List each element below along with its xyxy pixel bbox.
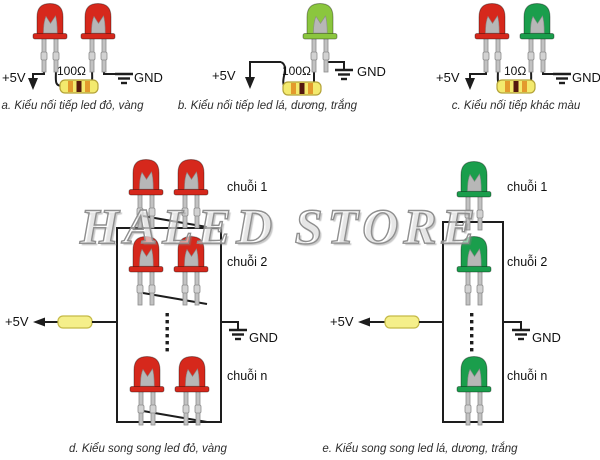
resistor-label-a: 100Ω: [57, 64, 86, 78]
circuit-c: [465, 3, 573, 94]
supply-arrow-icon: [465, 78, 475, 90]
resistor-10ohm: [496, 79, 536, 94]
led-red: [80, 3, 116, 73]
resistor-label-b: 100Ω: [282, 64, 311, 78]
supply-arrow-icon: [28, 78, 38, 90]
ground-icon: [227, 328, 249, 341]
supply-label-b: +5V: [212, 68, 236, 83]
circuit-d: [33, 159, 249, 426]
led-red: [174, 356, 210, 426]
string-label-d1: chuỗi 1: [227, 180, 268, 194]
supply-label-d: +5V: [5, 314, 29, 329]
ground-icon: [510, 328, 532, 341]
led-green: [456, 236, 492, 306]
caption-e: e. Kiểu song song led lá, dương, trắng: [322, 443, 518, 455]
caption-d: d. Kiểu song song led đỏ, vàng: [69, 443, 227, 455]
string-label-d2: chuỗi 2: [227, 255, 268, 269]
resistor: [57, 315, 93, 329]
wire: [249, 61, 281, 77]
string-label-e1: chuỗi 1: [507, 180, 548, 194]
ground-label-b: GND: [357, 64, 386, 79]
led-green: [456, 161, 492, 231]
ellipsis-dots: [470, 313, 474, 352]
supply-arrow-icon: [358, 317, 370, 327]
led-red: [173, 236, 209, 306]
ground-label-a: GND: [134, 70, 163, 85]
resistor-100ohm: [282, 81, 322, 96]
ground-icon: [333, 68, 355, 81]
ground-icon: [551, 72, 573, 85]
caption-b: b. Kiểu nối tiếp led lá, dương, trắng: [177, 100, 358, 112]
circuit-b: [245, 3, 355, 96]
supply-arrow-icon: [33, 317, 45, 327]
led-red: [474, 3, 510, 73]
caption-a: a. Kiểu nối tiếp led đỏ, vàng: [1, 100, 144, 112]
supply-label-a: +5V: [2, 70, 26, 85]
wire: [503, 321, 522, 330]
supply-label-c: +5V: [436, 70, 460, 85]
caption-c: c. Kiểu nối tiếp khác màu: [451, 100, 581, 112]
ellipsis-dots: [165, 313, 169, 352]
wire: [221, 321, 239, 330]
resistor-100ohm: [59, 79, 99, 94]
supply-label-e: +5V: [330, 314, 354, 329]
led-red: [32, 3, 68, 73]
ground-icon: [113, 72, 135, 85]
bus-box: [116, 227, 222, 423]
supply-arrow-icon: [245, 77, 255, 89]
resistor-label-c: 10Ω: [504, 64, 527, 78]
string-label-e2: chuỗi 2: [507, 255, 548, 269]
circuit-e: [358, 161, 532, 426]
ground-label-d: GND: [249, 330, 278, 345]
ground-label-e: GND: [532, 330, 561, 345]
circuit-a: [28, 3, 135, 94]
resistor: [384, 315, 420, 329]
led-red: [173, 159, 209, 229]
string-label-dn: chuỗi n: [227, 369, 268, 383]
string-label-en: chuỗi n: [507, 369, 548, 383]
led-green: [456, 356, 492, 426]
ground-label-c: GND: [572, 70, 600, 85]
led-green: [519, 3, 555, 73]
